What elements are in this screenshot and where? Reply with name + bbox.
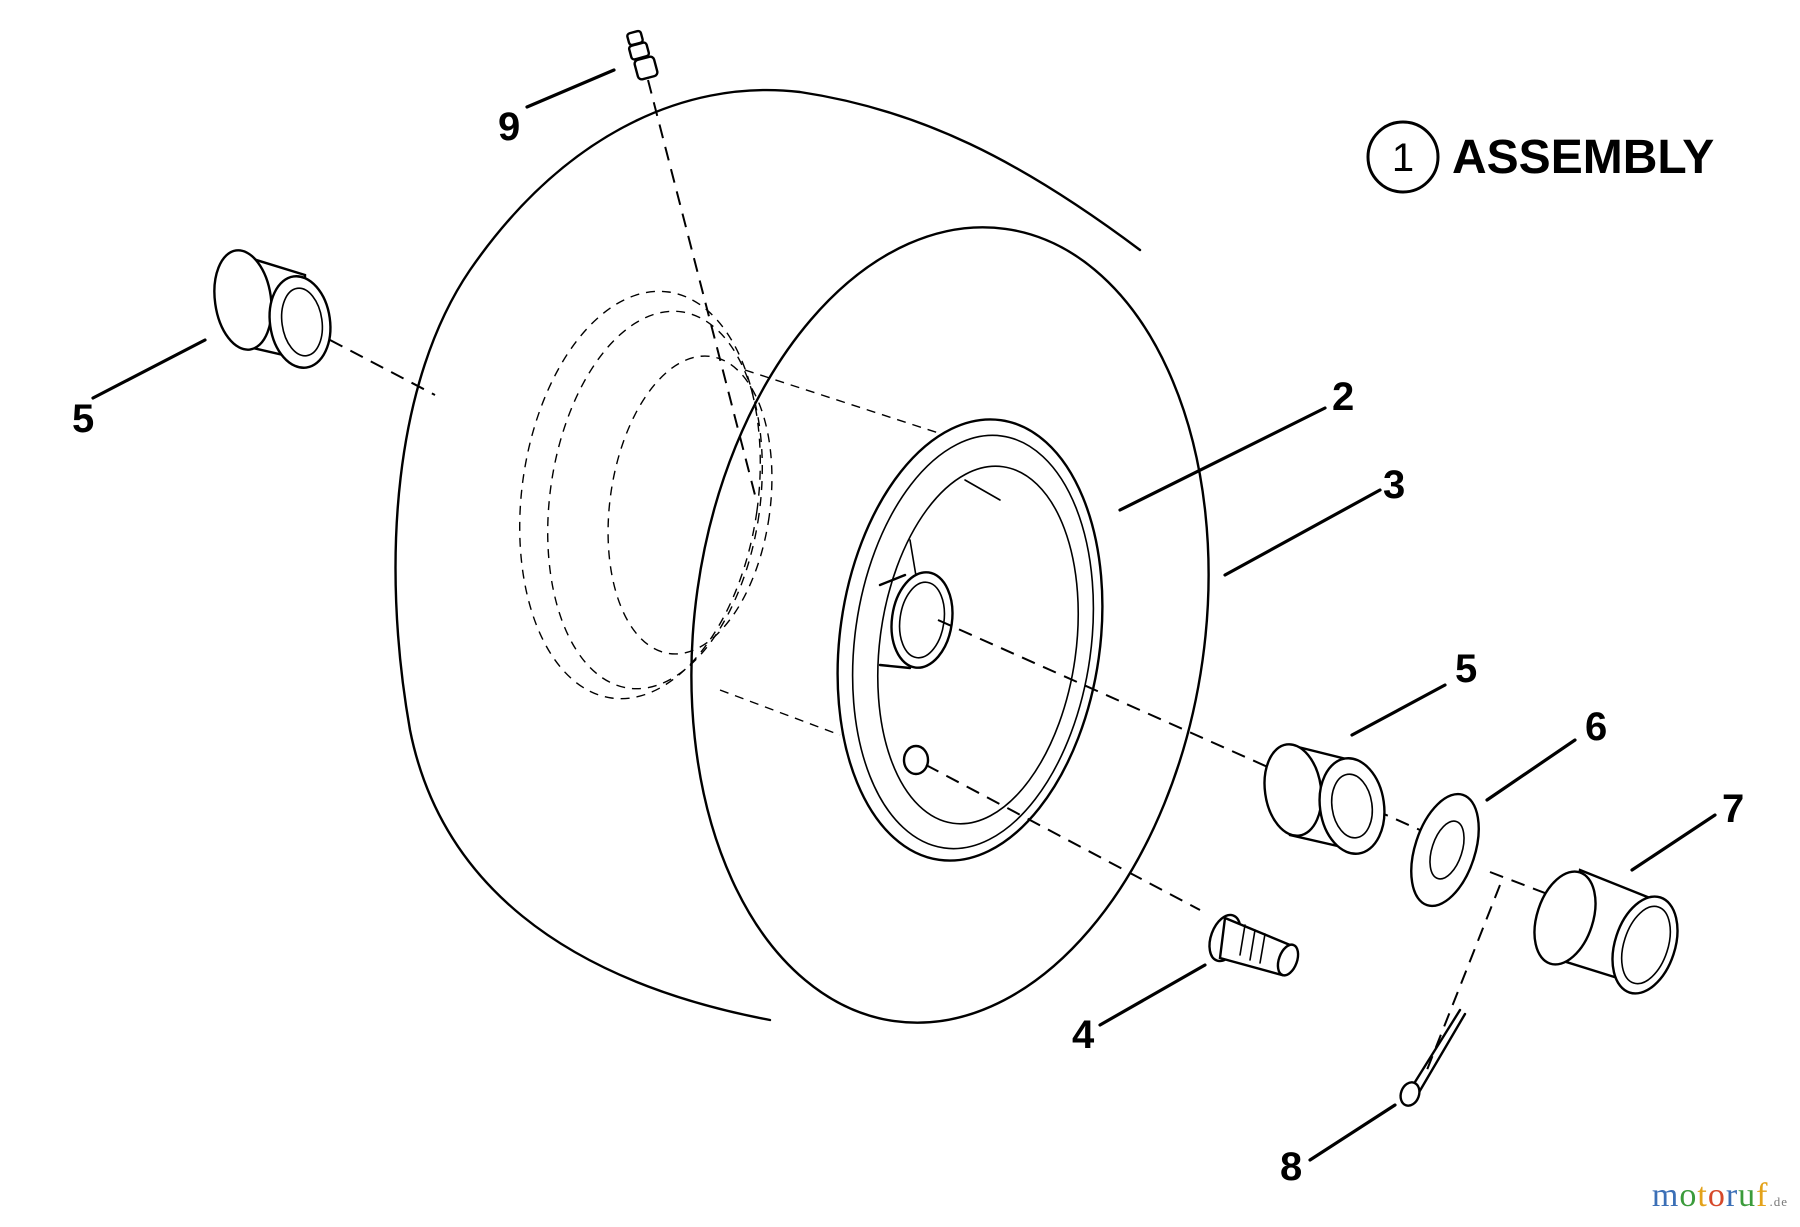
leader-lines [91, 68, 1717, 1162]
hub [878, 571, 954, 670]
watermark-letter: m [1651, 1177, 1680, 1214]
valve-hole [902, 744, 930, 776]
callout-7: 7 [1722, 787, 1744, 831]
watermark-letter: o [1679, 1177, 1698, 1214]
callout-2: 2 [1332, 375, 1354, 419]
callouts: 9 5 2 3 5 6 7 4 8 [72, 105, 1744, 1189]
watermark-letter: t [1697, 1177, 1708, 1214]
hub-cap [1533, 868, 1679, 995]
callout-3: 3 [1383, 463, 1405, 507]
watermark-suffix: .de [1769, 1194, 1788, 1209]
rim [836, 418, 1104, 862]
cotter-pin [1399, 1008, 1467, 1107]
watermark-letter: o [1707, 1177, 1726, 1214]
title-label: ASSEMBLY [1452, 131, 1714, 184]
watermark-logo: motoruf.de [1652, 1177, 1788, 1215]
callout-6: 6 [1585, 705, 1607, 749]
callout-9: 9 [498, 105, 520, 149]
watermark-letter: r [1725, 1177, 1739, 1214]
callout-8: 8 [1280, 1145, 1302, 1189]
watermark-text: motoruf [1652, 1177, 1769, 1215]
hidden-back-rim [519, 290, 961, 736]
washer [1410, 792, 1480, 908]
title-circle [1366, 120, 1440, 194]
callout-5-left: 5 [72, 397, 94, 441]
grease-fitting [626, 29, 659, 81]
tire [394, 88, 1210, 1024]
callout-5-right: 5 [1455, 647, 1477, 691]
watermark-letter: u [1738, 1177, 1757, 1214]
assembly-title: 1 ASSEMBLY [1366, 120, 1714, 194]
bushing-left [213, 249, 332, 369]
assembly-lines [329, 79, 1551, 1076]
bushing-right [1263, 743, 1386, 855]
title-circled-number: 1 [1392, 136, 1414, 180]
watermark-letter: f [1756, 1177, 1769, 1214]
callout-4: 4 [1072, 1013, 1095, 1057]
valve-stem [1208, 913, 1300, 977]
